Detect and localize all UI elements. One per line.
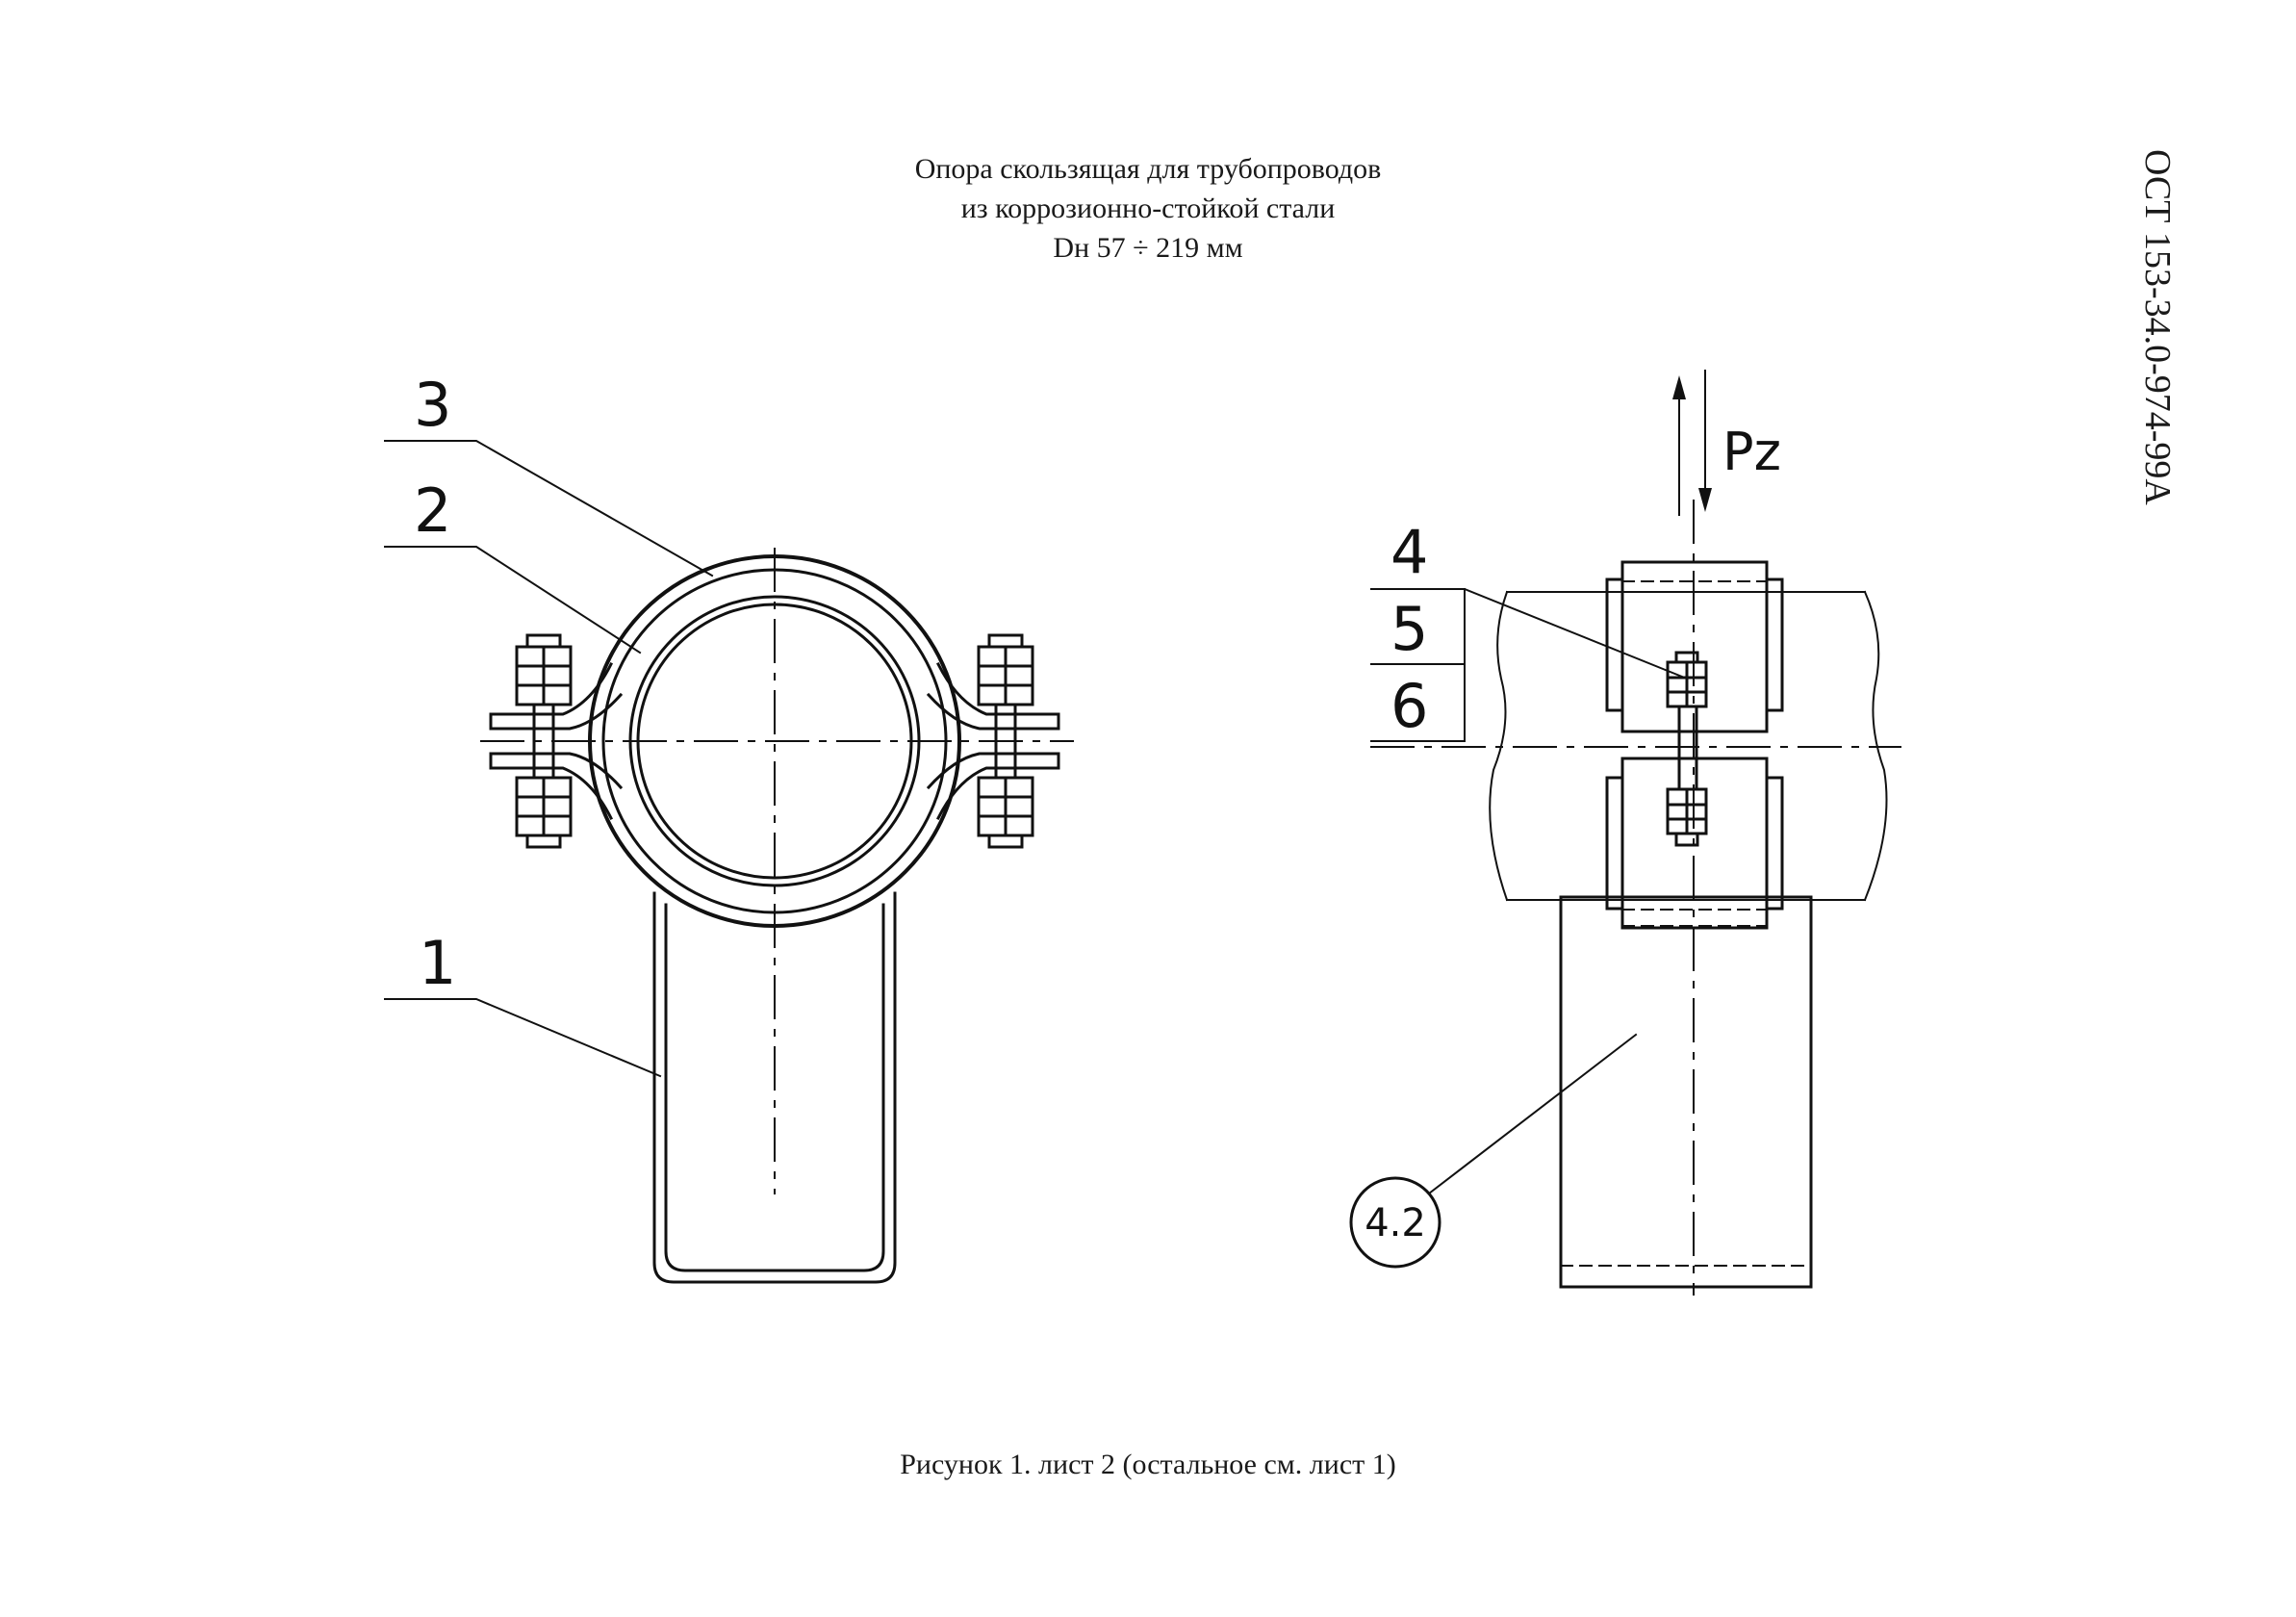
load-arrow-down-head: [1698, 488, 1712, 512]
support-leg: [1559, 895, 1813, 1289]
clamp-lug-right-lower: [926, 752, 1060, 821]
callout-3: 3: [414, 370, 451, 440]
detail-bubble-leader: [1427, 1033, 1638, 1195]
clamp-lug-left-upper: [489, 661, 624, 731]
pipe-break-left: [1489, 590, 1509, 902]
callout-4: 4: [1390, 517, 1428, 587]
callout-6: 6: [1390, 671, 1428, 741]
callout-5: 5: [1390, 594, 1428, 664]
side-view: [1349, 370, 1901, 1296]
title-line-2: из коррозионно-стойкой стали: [960, 192, 1336, 224]
bolt-right: [977, 633, 1034, 849]
load-arrow-up-head: [1672, 375, 1686, 399]
upper-clamp-flange-right: [1765, 578, 1784, 712]
clamp-lug-left-lower: [489, 752, 624, 821]
leader-2: [384, 546, 642, 654]
load-label: Pz: [1722, 422, 1781, 482]
side-bolt: [1666, 651, 1708, 847]
leader-1: [384, 998, 662, 1078]
front-view: [384, 440, 1074, 1284]
pipe-break-right: [1863, 590, 1888, 902]
drawing-title: Опора скользящая для трубопроводов из ко…: [0, 149, 2296, 268]
lower-clamp-flange-left: [1605, 776, 1624, 911]
figure-caption: Рисунок 1. лист 2 (остальное см. лист 1): [900, 1449, 1396, 1480]
clamp-lug-right-upper: [926, 661, 1060, 731]
bolt-left: [515, 633, 573, 849]
callout-2: 2: [414, 475, 451, 546]
leader-3: [384, 440, 714, 578]
detail-bubble-label: 4.2: [1365, 1201, 1426, 1245]
detail-bubble: [1349, 1176, 1441, 1269]
lower-clamp-flange-right: [1765, 776, 1784, 911]
support-inner-contour: [664, 903, 885, 1272]
title-line-3: Dн 57 ÷ 219 мм: [1053, 232, 1243, 264]
upper-clamp-flange-left: [1605, 578, 1624, 712]
callout-1: 1: [419, 928, 456, 998]
support-outer-contour: [652, 891, 897, 1284]
title-line-1: Опора скользящая для трубопроводов: [914, 153, 1382, 185]
